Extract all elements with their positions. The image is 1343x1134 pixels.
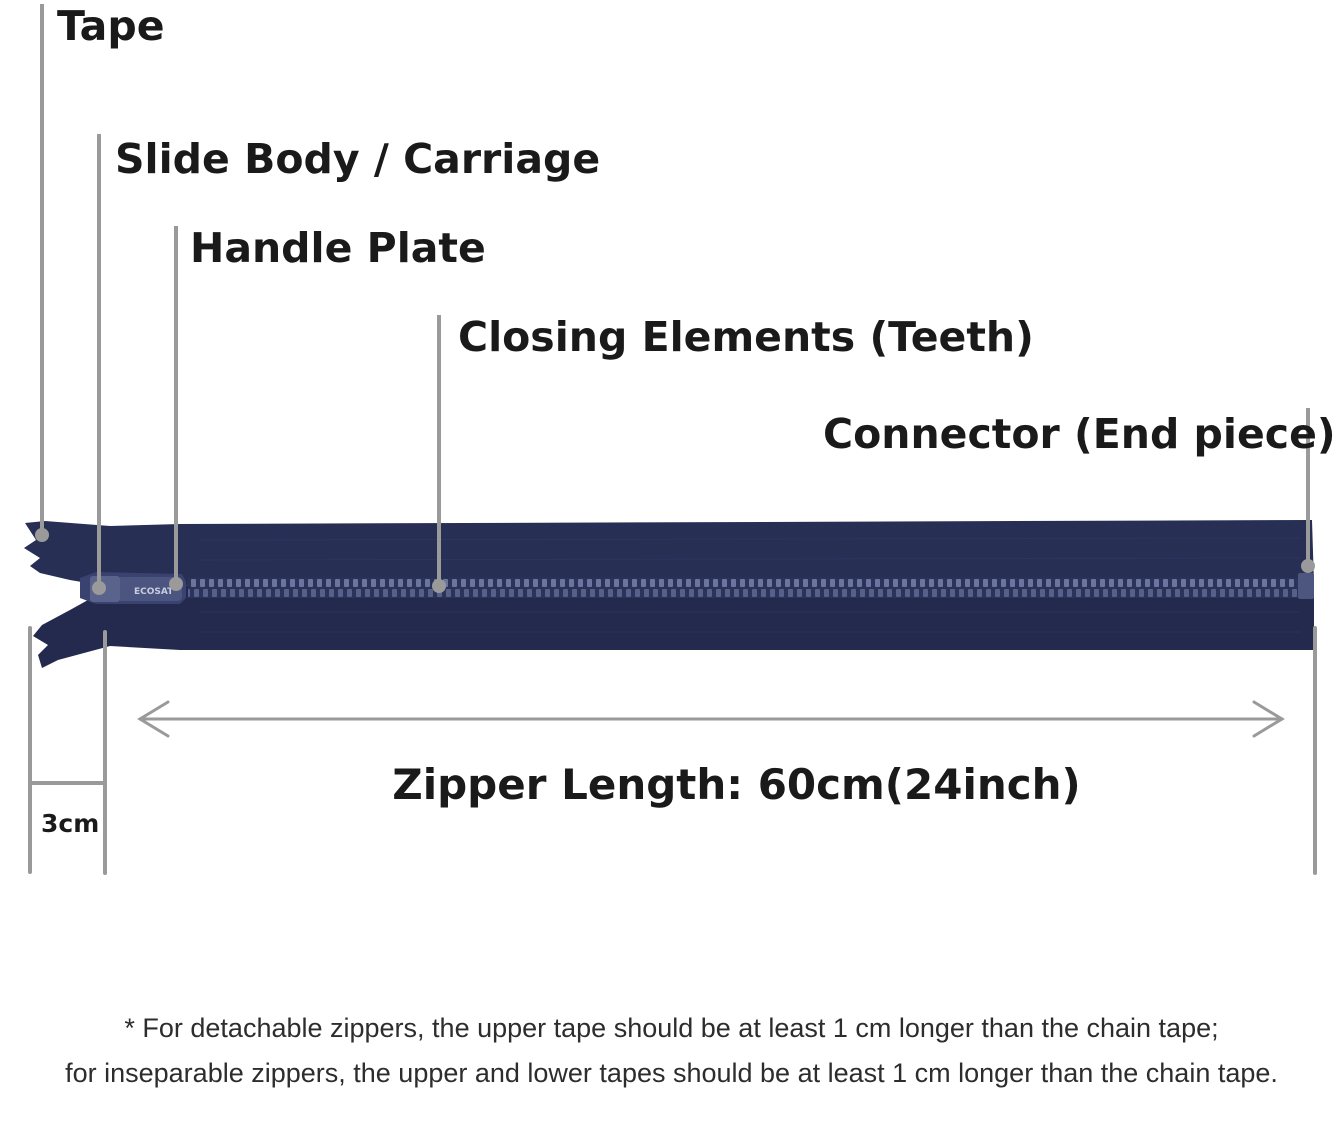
label-slide-body: Slide Body / Carriage bbox=[115, 139, 600, 180]
dimension-guides bbox=[30, 628, 1315, 873]
label-handle-plate: Handle Plate bbox=[190, 228, 486, 269]
footnote-line-2: for inseparable zippers, the upper and l… bbox=[65, 1058, 1278, 1088]
zipper-length-value: 60cm(24inch) bbox=[758, 760, 1081, 809]
zipper-tape-upper bbox=[24, 520, 1314, 586]
slider-brand-text: ECOSAT bbox=[134, 587, 174, 597]
zipper-length-label: Zipper Length: 60cm(24inch) bbox=[0, 764, 1343, 806]
label-tape: Tape bbox=[57, 6, 165, 47]
label-connector: Connector (End piece) bbox=[823, 414, 1336, 455]
leader-lines bbox=[35, 4, 1315, 595]
leader-dot-slide-body bbox=[92, 581, 106, 595]
leader-dot-teeth bbox=[432, 579, 446, 593]
connector-end-piece bbox=[1298, 573, 1314, 599]
footnote: * For detachable zippers, the upper tape… bbox=[0, 1006, 1343, 1096]
tape-extension-label: 3cm bbox=[41, 811, 99, 836]
closing-elements-teeth bbox=[188, 578, 1300, 598]
label-closing-elements: Closing Elements (Teeth) bbox=[458, 317, 1034, 358]
leader-dot-tape bbox=[35, 528, 49, 542]
footnote-line-1: * For detachable zippers, the upper tape… bbox=[0, 1006, 1343, 1051]
leader-dot-connector bbox=[1301, 559, 1315, 573]
zipper-length-prefix: Zipper Length: bbox=[392, 760, 757, 809]
leader-dot-handle-plate bbox=[169, 577, 183, 591]
